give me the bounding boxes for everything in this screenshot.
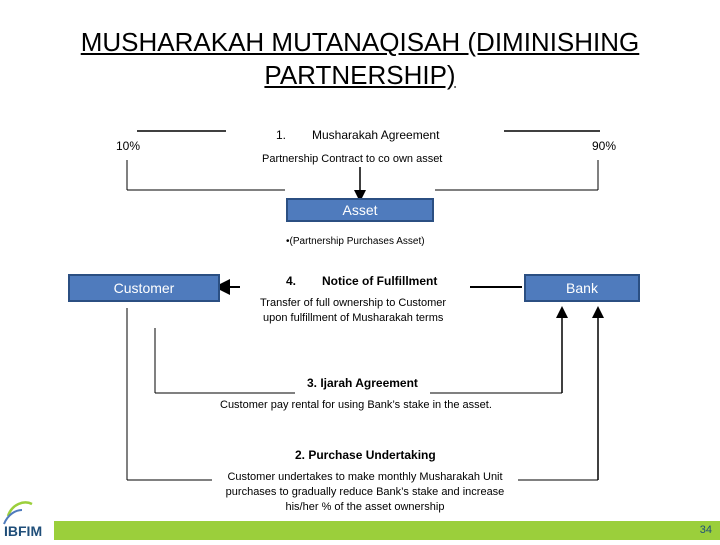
step4-desc-1: Transfer of full ownership to Customer [260, 297, 447, 309]
title-line-2: PARTNERSHIP) [264, 60, 456, 90]
step4-title: Notice of Fulfillment [322, 274, 438, 288]
title-line-1: MUSHARAKAH MUTANAQISAH (DIMINISHING [80, 27, 640, 57]
asset-label: Asset [342, 202, 378, 218]
bank-label: Bank [566, 280, 598, 296]
step1-title: Musharakah Agreement [312, 128, 440, 142]
step1-desc: Partnership Contract to co own asset [262, 153, 443, 165]
bank-share: 90% [592, 139, 617, 153]
step4-number: 4. [286, 274, 297, 288]
customer-share: 10% [116, 139, 141, 153]
step2-desc-3: his/her % of the asset ownership [285, 501, 445, 513]
ibfim-logo: IBFIM [2, 498, 54, 540]
footer-bar [54, 521, 720, 540]
step1-number: 1. [276, 128, 287, 142]
bank-box: Bank [524, 274, 640, 302]
slide-title: MUSHARAKAH MUTANAQISAH (DIMINISHING PART… [0, 26, 720, 92]
step2-desc-1: Customer undertakes to make monthly Mush… [227, 471, 503, 483]
customer-label: Customer [113, 280, 175, 296]
step4-desc-2: upon fulfillment of Musharakah terms [263, 312, 444, 324]
logo-text: IBFIM [4, 523, 42, 539]
step2-desc-2: purchases to gradually reduce Bank’s sta… [225, 486, 505, 498]
page-number: 34 [699, 524, 712, 536]
step3-desc: Customer pay rental for using Bank’s sta… [220, 399, 492, 411]
customer-box: Customer [68, 274, 220, 302]
step3-title: 3. Ijarah Agreement [307, 376, 418, 390]
step2-title: 2. Purchase Undertaking [295, 448, 436, 462]
asset-note: •(Partnership Purchases Asset) [286, 236, 425, 247]
step2-desc: Customer undertakes to make monthly Mush… [212, 470, 518, 515]
asset-box: Asset [286, 198, 434, 222]
logo-mark-icon: IBFIM [3, 501, 42, 539]
